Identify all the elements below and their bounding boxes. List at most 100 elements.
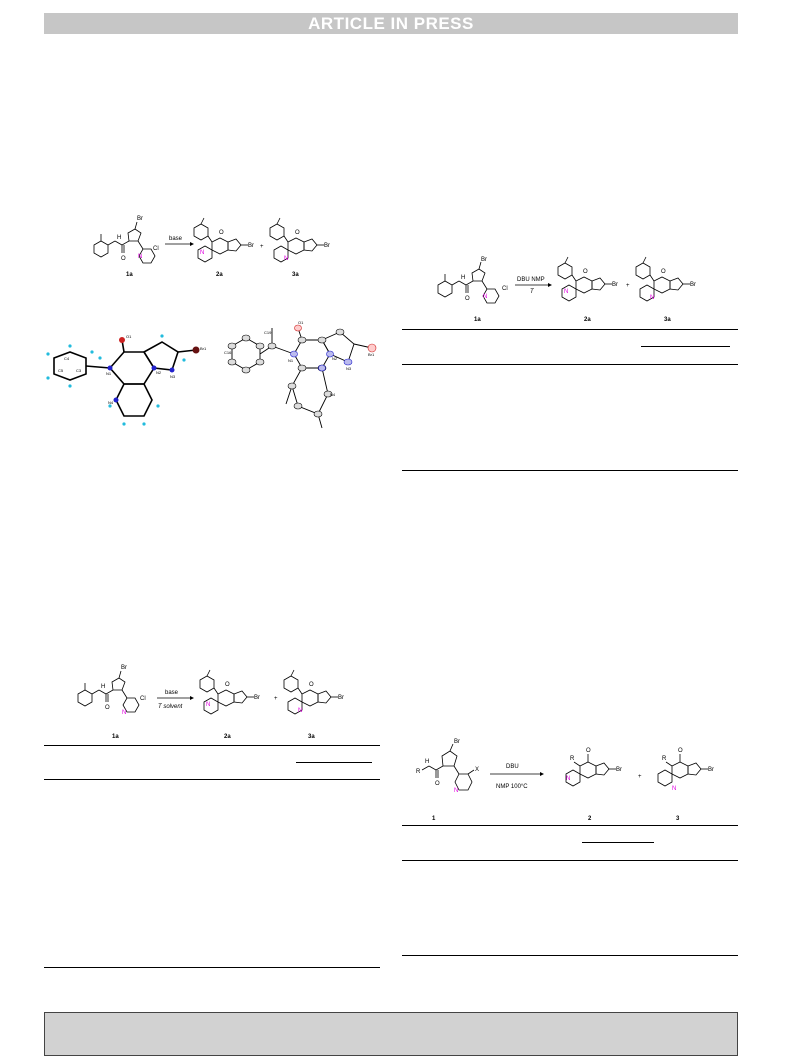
molecule-1a — [437, 261, 500, 304]
atom-label-o: O — [225, 682, 230, 688]
atom-label-n: N — [566, 776, 570, 782]
plus-sign: + — [626, 283, 630, 289]
atom-label: Br1 — [200, 346, 207, 351]
atom-label-n: N — [298, 708, 302, 714]
atom-label-br: Br — [690, 282, 696, 288]
atom-label: N4 — [108, 400, 114, 405]
atom-label-o: O — [583, 269, 588, 275]
compound-label: 3a — [308, 734, 315, 740]
atom-label-h: H — [101, 684, 105, 690]
plus-sign: + — [274, 696, 278, 702]
atom-label: N2 — [332, 356, 338, 361]
scheme-top-left: H O Br Cl N 1a base O Br N 2a + — [88, 210, 368, 280]
atom-label: N1 — [106, 371, 112, 376]
atom-label-o: O — [435, 781, 440, 787]
table-rule-bottom — [44, 967, 380, 968]
molecule-2a — [557, 256, 612, 302]
crystal-structure-right: O1 Br1 N1 N2 N3 N4 C16 C19 — [222, 316, 382, 430]
compound-label: 1 — [432, 816, 436, 822]
atom-label: N3 — [346, 366, 352, 371]
molecule-3a — [635, 256, 690, 302]
atom-label-br: Br — [121, 665, 127, 671]
atom-label-x: X — [475, 767, 479, 773]
molecule-3a — [283, 669, 338, 715]
compound-label: 3a — [292, 272, 299, 278]
atom-markers — [107, 337, 200, 403]
atom-label-r: R — [570, 756, 575, 762]
atom-label-o: O — [661, 269, 666, 275]
reagent-label: DBU NMP — [517, 277, 545, 283]
atom-label-n: N — [672, 786, 676, 792]
table-header-rule — [402, 364, 738, 365]
atom-label-o: O — [678, 748, 683, 754]
scheme-bottom-left: H O Br Cl N 1a base T solvent O Br N 2a … — [72, 660, 372, 740]
atom-label-n: N — [454, 788, 458, 794]
compound-label: 2a — [224, 734, 231, 740]
reagent-label: NMP 100°C — [496, 784, 528, 790]
atom-label-br: Br — [137, 216, 143, 222]
compound-label: 2a — [216, 272, 223, 278]
compound-label: 1a — [474, 317, 481, 323]
molecule-2a — [199, 669, 254, 715]
atom-label-n: N — [564, 289, 568, 295]
atom-label-n: N — [138, 254, 142, 260]
table-rule-top — [402, 329, 738, 330]
atom-label-n: N — [200, 250, 204, 256]
atom-label-o: O — [105, 705, 110, 711]
atom-label-o: O — [295, 230, 300, 236]
molecule-1 — [421, 743, 475, 791]
article-in-press-banner: ARTICLE IN PRESS — [44, 13, 738, 34]
table-header-rule — [402, 860, 738, 861]
atom-label-cl: Cl — [140, 696, 146, 702]
molecule-1a — [93, 221, 156, 264]
atom-label: N2 — [156, 370, 162, 375]
table-rule-top — [402, 825, 738, 826]
plus-sign: + — [638, 774, 642, 780]
atom-label: C4 — [64, 356, 70, 361]
plus-sign: + — [260, 244, 264, 250]
table-rule-bottom — [402, 955, 738, 956]
atom-label: N1 — [288, 358, 294, 363]
atom-label: C16 — [224, 350, 232, 355]
compound-label: 2a — [584, 317, 591, 323]
table-header-rule — [44, 779, 380, 780]
atom-label-br: Br — [616, 767, 622, 773]
atom-label: C19 — [264, 330, 272, 335]
reagent-label: base — [169, 236, 183, 242]
reagent-label: DBU — [506, 764, 519, 770]
atom-label: N4 — [330, 392, 336, 397]
atom-label-o: O — [219, 230, 224, 236]
atom-label-n: N — [284, 256, 288, 262]
atom-label-o: O — [121, 256, 126, 262]
molecule-1a — [77, 670, 140, 713]
compound-label: 1a — [112, 734, 119, 740]
atom-label-o: O — [309, 682, 314, 688]
atom-label: C5 — [58, 368, 64, 373]
table-subheader-rule — [582, 842, 654, 843]
reagent-label: base — [165, 690, 179, 696]
scheme-bottom-right: R H O Br X N 1 DBU NMP 100°C O R Br N 2 … — [410, 738, 730, 822]
atom-label-br: Br — [324, 243, 330, 249]
molecule-2a — [193, 217, 248, 263]
scheme-top-right: H O Br Cl N 1a DBU NMP T O Br N 2a + — [430, 255, 710, 327]
atom-label-r: R — [416, 769, 421, 775]
atom-label-n: N — [206, 702, 210, 708]
atom-label-br: Br — [338, 695, 344, 701]
compound-label: 1a — [126, 272, 133, 278]
atom-label: C3 — [76, 368, 82, 373]
footer-box — [44, 1012, 738, 1056]
table-rule-top — [44, 745, 380, 746]
table-rule-bottom — [402, 470, 738, 471]
atom-label-br: Br — [708, 767, 714, 773]
table-subheader-rule — [296, 762, 372, 763]
table-subheader-rule — [641, 346, 730, 347]
compound-label: 2 — [588, 816, 592, 822]
atom-label-o: O — [586, 748, 591, 754]
atom-label-cl: Cl — [502, 286, 508, 292]
compound-label: 3 — [676, 816, 680, 822]
atom-label-h: H — [461, 275, 465, 281]
atom-label: O1 — [126, 334, 132, 339]
atom-label-n: N — [122, 710, 126, 716]
atom-label-br: Br — [612, 282, 618, 288]
atom-label: Br1 — [368, 352, 375, 357]
